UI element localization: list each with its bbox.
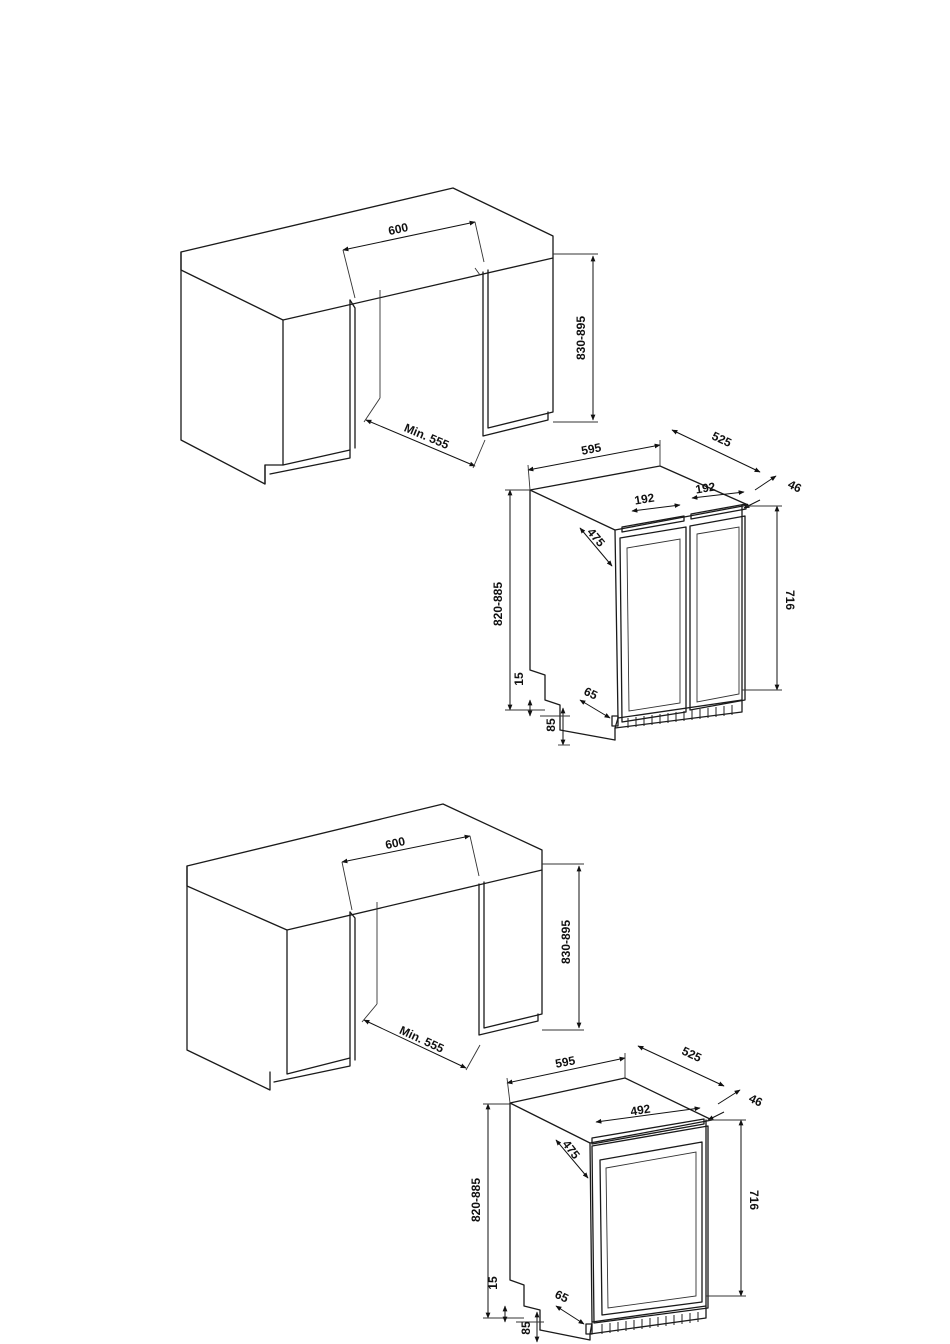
cabinet-top-dims: 600 830-895 Min. 555 [343, 220, 598, 468]
top-app-handle-depth-label: 46 [786, 477, 804, 495]
top-app-handle-left-label: 192 [633, 491, 655, 508]
appliance-bottom [510, 1078, 712, 1340]
bottom-app-depth-label: 525 [680, 1044, 704, 1065]
top-app-door-height-label: 716 [783, 590, 797, 610]
appliance-top-dims: 595 525 46 192 192 475 820-885 716 15 85… [491, 429, 804, 745]
appliance-top [530, 466, 748, 740]
appliance-bottom-dims: 595 525 46 492 475 820-885 716 15 85 65 [469, 1044, 765, 1342]
top-app-door-swing-label: 475 [584, 525, 608, 550]
cabinet-bottom [187, 804, 542, 1090]
top-app-plinth-offset-label: 15 [512, 672, 526, 686]
top-cab-width-label: 600 [387, 220, 410, 238]
bottom-app-plinth-height-label: 85 [519, 1321, 533, 1335]
top-cab-height-label: 830-895 [574, 316, 588, 360]
top-app-depth-label: 525 [710, 429, 734, 450]
bottom-app-height-label: 820-885 [469, 1178, 483, 1222]
bottom-app-plinth-offset-label: 15 [486, 1276, 500, 1290]
top-app-plinth-depth-label: 65 [582, 684, 600, 702]
cabinet-bottom-dims: 600 830-895 Min. 555 [342, 834, 584, 1070]
bottom-app-handle-depth-label: 46 [747, 1091, 765, 1109]
bottom-app-handle-width-label: 492 [629, 1102, 651, 1119]
top-app-width-label: 595 [580, 440, 603, 458]
bottom-app-plinth-depth-label: 65 [553, 1287, 571, 1305]
top-cab-depth-label: Min. 555 [402, 421, 451, 453]
top-app-plinth-height-label: 85 [544, 718, 558, 732]
bottom-app-width-label: 595 [554, 1053, 577, 1071]
top-app-handle-right-label: 192 [694, 480, 716, 497]
bottom-app-door-swing-label: 475 [559, 1137, 583, 1162]
cabinet-top [181, 188, 553, 484]
top-app-height-label: 820-885 [491, 582, 505, 626]
bottom-cab-height-label: 830-895 [559, 920, 573, 964]
bottom-app-door-height-label: 716 [747, 1190, 761, 1210]
